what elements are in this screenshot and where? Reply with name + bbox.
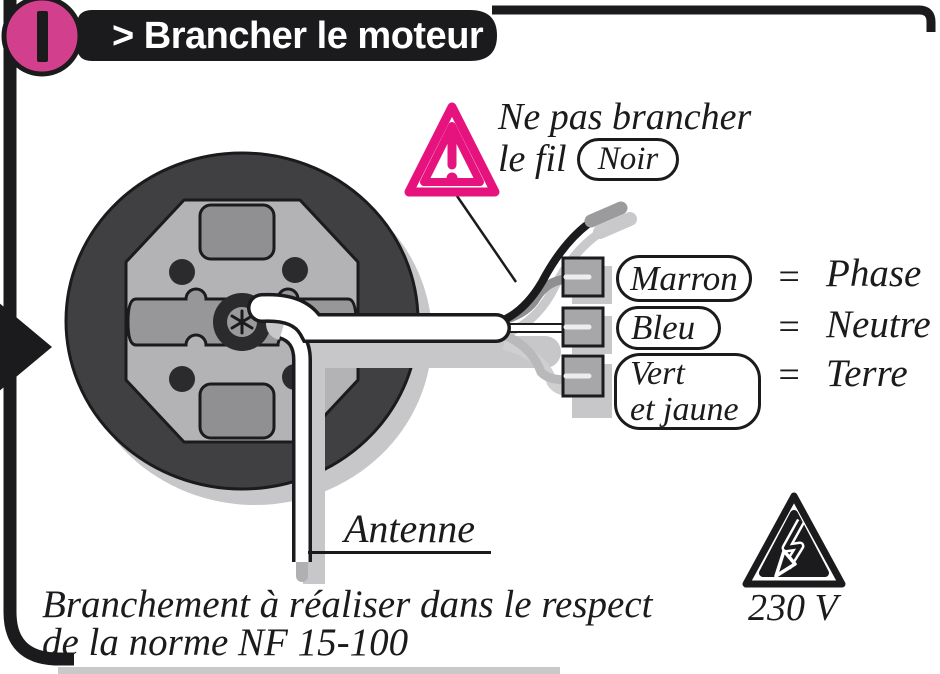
equals-sign: = <box>776 306 802 348</box>
header-banner <box>77 10 497 61</box>
step-badge <box>1 0 83 77</box>
lightning-arrow-icon <box>774 549 797 578</box>
warning-triangle-icon <box>404 102 500 197</box>
antenna-cable <box>278 320 312 582</box>
earth-wire <box>493 327 567 385</box>
equals-sign: = <box>776 256 802 298</box>
wire-role-phase: Phase <box>826 252 922 295</box>
screw-hole <box>282 257 308 283</box>
equals-sign: = <box>776 354 802 396</box>
warning-text-line2: le fil <box>498 138 567 180</box>
wire-label-marron: Marron <box>616 255 752 302</box>
main-cable <box>247 292 511 343</box>
wire-role-neutre: Neutre <box>826 303 931 346</box>
asterisk-icon <box>230 309 254 335</box>
motor-illustration <box>64 151 432 505</box>
wire-label-vert-line2: et jaune <box>630 390 739 428</box>
wire-fan <box>491 201 628 385</box>
motor-bottom-notch <box>198 382 276 440</box>
voltage-label: 230 V <box>748 587 838 629</box>
page-title: > Brancher le moteur <box>112 15 484 57</box>
norme-note-line1: Branchement à réaliser dans le respect <box>42 583 653 626</box>
antenna-pointer-line <box>308 551 491 554</box>
arrow-marker-icon <box>0 303 52 391</box>
screw-hole <box>169 366 195 392</box>
wire-label-vert-line1: Vert <box>630 354 685 392</box>
frame-bottom-edge <box>58 667 560 674</box>
high-voltage-icon <box>742 492 846 588</box>
wire-label-vert-et-jaune: Vert et jaune <box>614 353 761 430</box>
frame-left-border <box>3 0 74 666</box>
warning-text-line1: Ne pas brancher <box>498 96 752 138</box>
black-wire-label: Noir <box>577 138 679 181</box>
antenna-label: Antenne <box>344 506 476 551</box>
frame-top-border <box>492 5 936 32</box>
norme-note-line2: de la norme NF 15-100 <box>42 621 409 664</box>
connectors <box>561 256 612 418</box>
motor-top-notch <box>198 203 276 261</box>
step-number-glyph <box>37 11 48 62</box>
screw-hole <box>169 259 195 285</box>
wire-role-terre: Terre <box>826 352 908 395</box>
wire-label-bleu: Bleu <box>616 306 721 350</box>
black-wire <box>491 220 591 328</box>
black-wire-tip <box>584 201 628 228</box>
warning-pointer-line <box>455 195 518 283</box>
